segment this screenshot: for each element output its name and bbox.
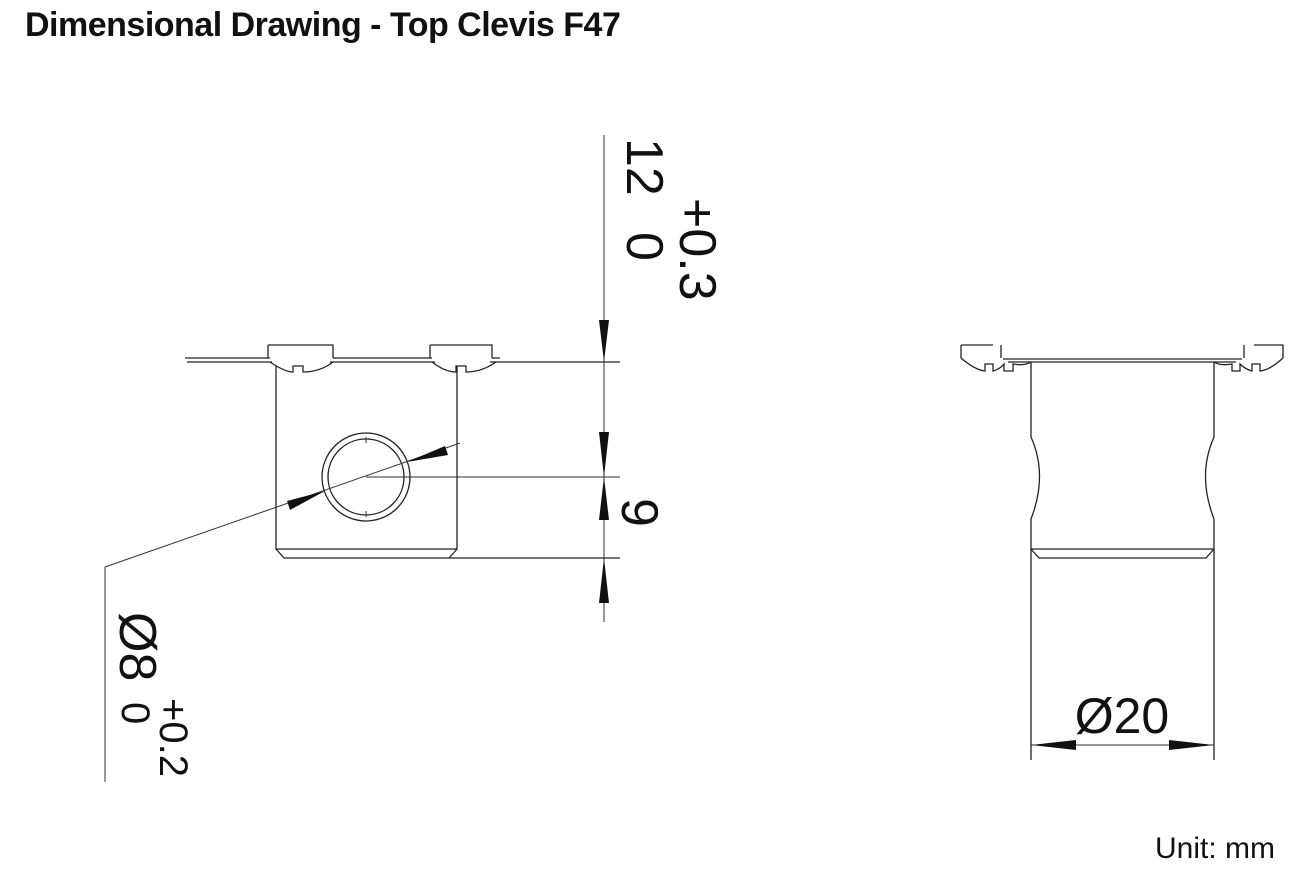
height-dim-tol-lower: 0	[615, 232, 673, 261]
height-dim-value: 12	[615, 138, 673, 196]
hole-dim-value: Ø8	[108, 612, 166, 681]
hole-dim-tol-lower: 0	[113, 702, 157, 724]
arrow	[287, 491, 325, 510]
hole-dim-tol-upper: +0.2	[151, 698, 195, 777]
vertical-dimension	[599, 135, 609, 622]
arrow	[407, 446, 448, 462]
offset-dim-value: 9	[610, 498, 668, 527]
front-view	[960, 344, 1284, 760]
side-view	[104, 344, 620, 782]
height-dim-tol-upper: +0.3	[668, 198, 726, 301]
page-title: Dimensional Drawing - Top Clevis F47	[25, 6, 621, 44]
outer-diameter-value: Ø20	[1075, 688, 1170, 744]
unit-label: Unit: mm	[1155, 832, 1275, 865]
